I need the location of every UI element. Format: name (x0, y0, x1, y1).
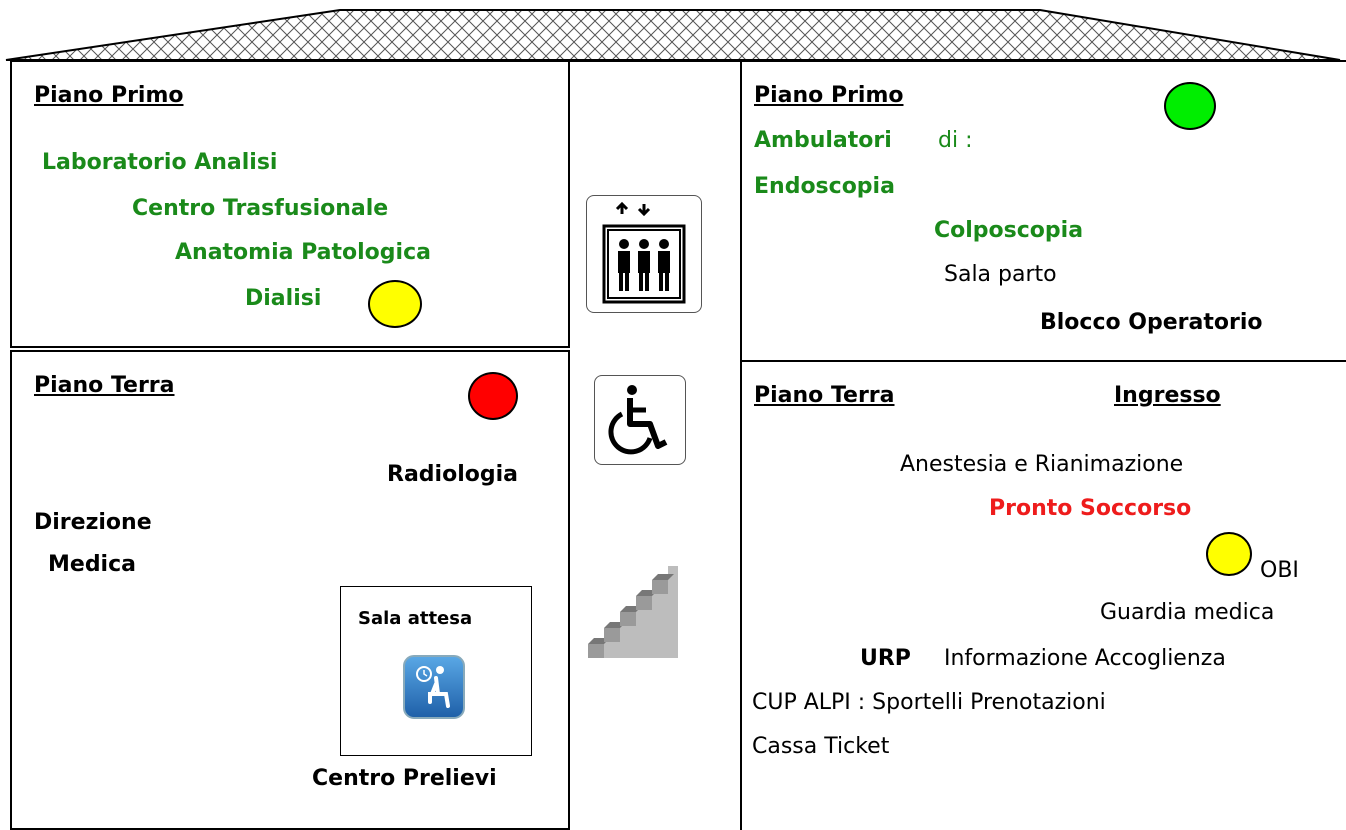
laboratorio-analisi-label: Laboratorio Analisi (42, 150, 278, 175)
blocco-operatorio-label: Blocco Operatorio (1040, 310, 1263, 335)
roof (5, 9, 1341, 61)
wheelchair-icon (608, 385, 668, 455)
medica-label: Medica (48, 552, 136, 577)
obi-label: OBI (1260, 558, 1299, 583)
left-upper-section (10, 60, 570, 348)
left-lower-floor-label: Piano Terra (34, 373, 175, 398)
yellow-marker-dialisi (368, 280, 422, 328)
centro-trasfusionale-label: Centro Trasfusionale (132, 196, 389, 221)
right-divider (740, 360, 1346, 362)
sala-attesa-label: Sala attesa (358, 608, 473, 629)
di-label: di : (938, 128, 973, 153)
direzione-label: Direzione (34, 510, 152, 535)
radiologia-label: Radiologia (387, 462, 518, 487)
right-lower-floor-label: Piano Terra (754, 383, 895, 408)
colposcopia-label: Colposcopia (934, 218, 1084, 243)
green-marker (1164, 82, 1216, 130)
guardia-medica-label: Guardia medica (1100, 600, 1275, 625)
informazione-accoglienza-label: Informazione Accoglienza (944, 646, 1226, 671)
anestesia-label: Anestesia e Rianimazione (900, 452, 1184, 477)
elevator-icon (602, 201, 686, 304)
building-top-line (10, 60, 1346, 62)
right-upper-floor-label: Piano Primo (754, 83, 904, 108)
ingresso-label: Ingresso (1114, 383, 1221, 408)
cassa-ticket-label: Cassa Ticket (752, 734, 890, 759)
sala-parto-label: Sala parto (944, 262, 1057, 287)
ambulatori-label: Ambulatori (754, 128, 892, 153)
anatomia-patologica-label: Anatomia Patologica (175, 240, 431, 265)
urp-label: URP (860, 646, 911, 671)
sala-attesa-box (340, 586, 532, 756)
left-upper-floor-label: Piano Primo (34, 83, 184, 108)
endoscopia-label: Endoscopia (754, 174, 895, 199)
waiting-room-icon (403, 655, 465, 719)
yellow-marker-obi (1206, 532, 1252, 576)
centro-prelievi-label: Centro Prelievi (312, 766, 497, 791)
stairs-icon (588, 566, 678, 658)
pronto-soccorso-label: Pronto Soccorso (989, 496, 1192, 521)
red-marker (468, 372, 518, 420)
dialisi-label: Dialisi (245, 286, 322, 311)
cup-alpi-label: CUP ALPI : Sportelli Prenotazioni (752, 690, 1106, 715)
corridor-right-wall (740, 60, 742, 830)
